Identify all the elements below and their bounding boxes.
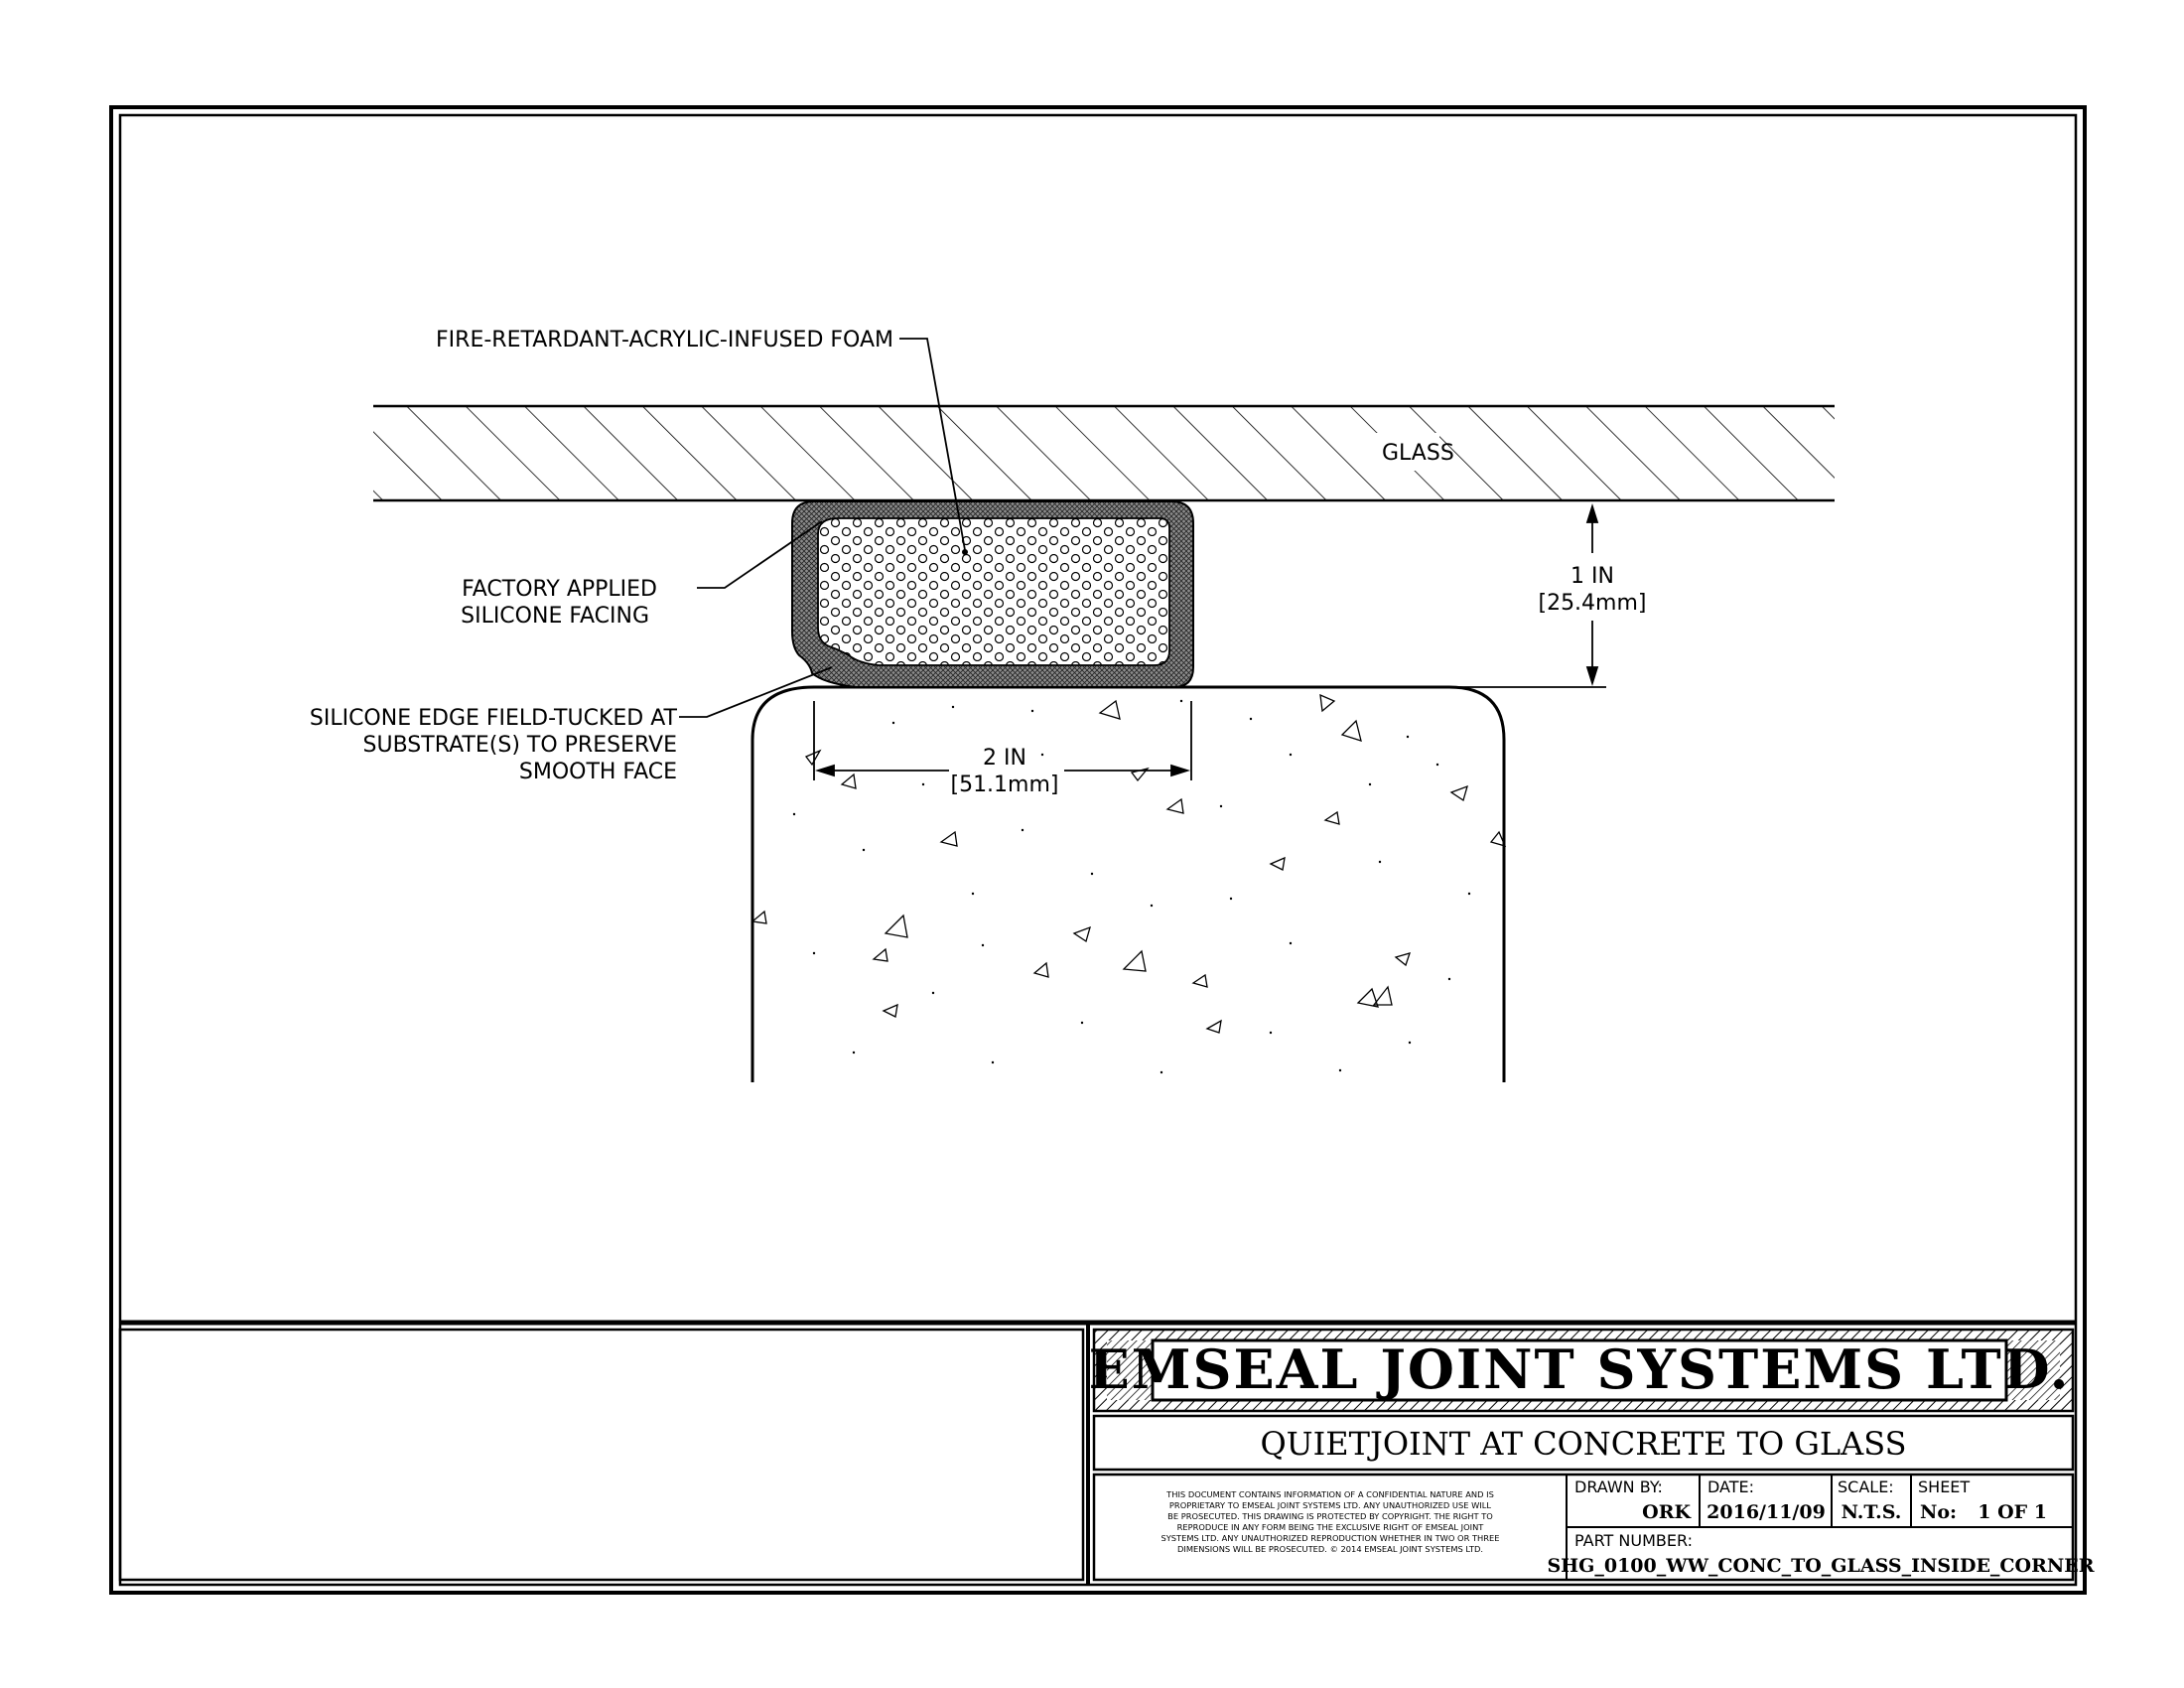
height-dimension-metric: [25.4mm] [1538, 591, 1646, 616]
scale-label: SCALE: [1838, 1477, 1894, 1496]
scale-value: N.T.S. [1842, 1501, 1902, 1523]
facing-label-line1: FACTORY APPLIED [462, 577, 657, 602]
height-dimension [1199, 502, 1606, 688]
foam-label: FIRE-RETARDANT-ACRYLIC-INFUSED FOAM [436, 328, 893, 352]
width-dimension-metric: [51.1mm] [950, 773, 1058, 797]
notes-box [118, 1328, 1085, 1582]
concrete-substrate [751, 685, 1507, 1082]
concrete-aggregate [751, 693, 1507, 1034]
title-block: EMSEAL JOINT SYSTEMS LTD. QUIETJOINT AT … [1089, 1328, 2095, 1582]
sheet-value: 1 OF 1 [1978, 1501, 2047, 1523]
part-number-label: PART NUMBER: [1574, 1531, 1693, 1550]
width-dimension [813, 701, 1192, 780]
date-value: 2016/11/09 [1706, 1501, 1826, 1523]
leader-lines [679, 338, 966, 718]
date-label: DATE: [1707, 1477, 1754, 1496]
drawn-by-value: ORK [1642, 1501, 1692, 1523]
disclaimer-line-3: BE PROSECUTED. THIS DRAWING IS PROTECTED… [1167, 1511, 1493, 1521]
company-name: EMSEAL JOINT SYSTEMS LTD. [1089, 1337, 2071, 1401]
height-dimension-imperial: 1 IN [1570, 564, 1614, 589]
drawn-by-label: DRAWN BY: [1574, 1477, 1663, 1496]
drawing-title-box [1092, 1414, 2075, 1472]
drawing-title: QUIETJOINT AT CONCRETE TO GLASS [1260, 1425, 1906, 1463]
disclaimer-line-5: SYSTEMS LTD. ANY UNAUTHORIZED REPRODUCTI… [1160, 1533, 1499, 1543]
foam-core [817, 517, 1170, 666]
concrete-sand [792, 699, 1471, 1074]
disclaimer-line-1: THIS DOCUMENT CONTAINS INFORMATION OF A … [1165, 1489, 1494, 1499]
facing-label-line2: SILICONE FACING [461, 604, 649, 629]
glass-label: GLASS [1382, 441, 1454, 466]
width-dimension-imperial: 2 IN [983, 746, 1026, 771]
glass-panel: GLASS [373, 404, 1835, 502]
part-number-value: SHG_0100_WW_CONC_TO_GLASS_INSIDE_CORNER [1547, 1555, 2094, 1577]
disclaimer-line-2: PROPRIETARY TO EMSEAL JOINT SYSTEMS LTD.… [1169, 1500, 1492, 1510]
sheet-border [109, 105, 2087, 1595]
sheet-no-label: No: [1920, 1501, 1957, 1523]
leader-dots [962, 549, 968, 555]
disclaimer-line-6: DIMENSIONS WILL BE PROSECUTED. © 2014 EM… [1177, 1544, 1483, 1554]
edge-label-line2: SUBSTRATE(S) TO PRESERVE [363, 733, 677, 758]
edge-label-line3: SMOOTH FACE [519, 760, 677, 784]
quietjoint-sealant [791, 500, 1194, 688]
disclaimer: THIS DOCUMENT CONTAINS INFORMATION OF A … [1160, 1489, 1499, 1554]
edge-label-line1: SILICONE EDGE FIELD-TUCKED AT [310, 706, 678, 731]
disclaimer-line-4: REPRODUCE IN ANY FORM BEING THE EXCLUSIV… [1177, 1522, 1485, 1532]
company-name-box [1151, 1338, 2008, 1402]
sheet-label: SHEET [1918, 1477, 1970, 1496]
